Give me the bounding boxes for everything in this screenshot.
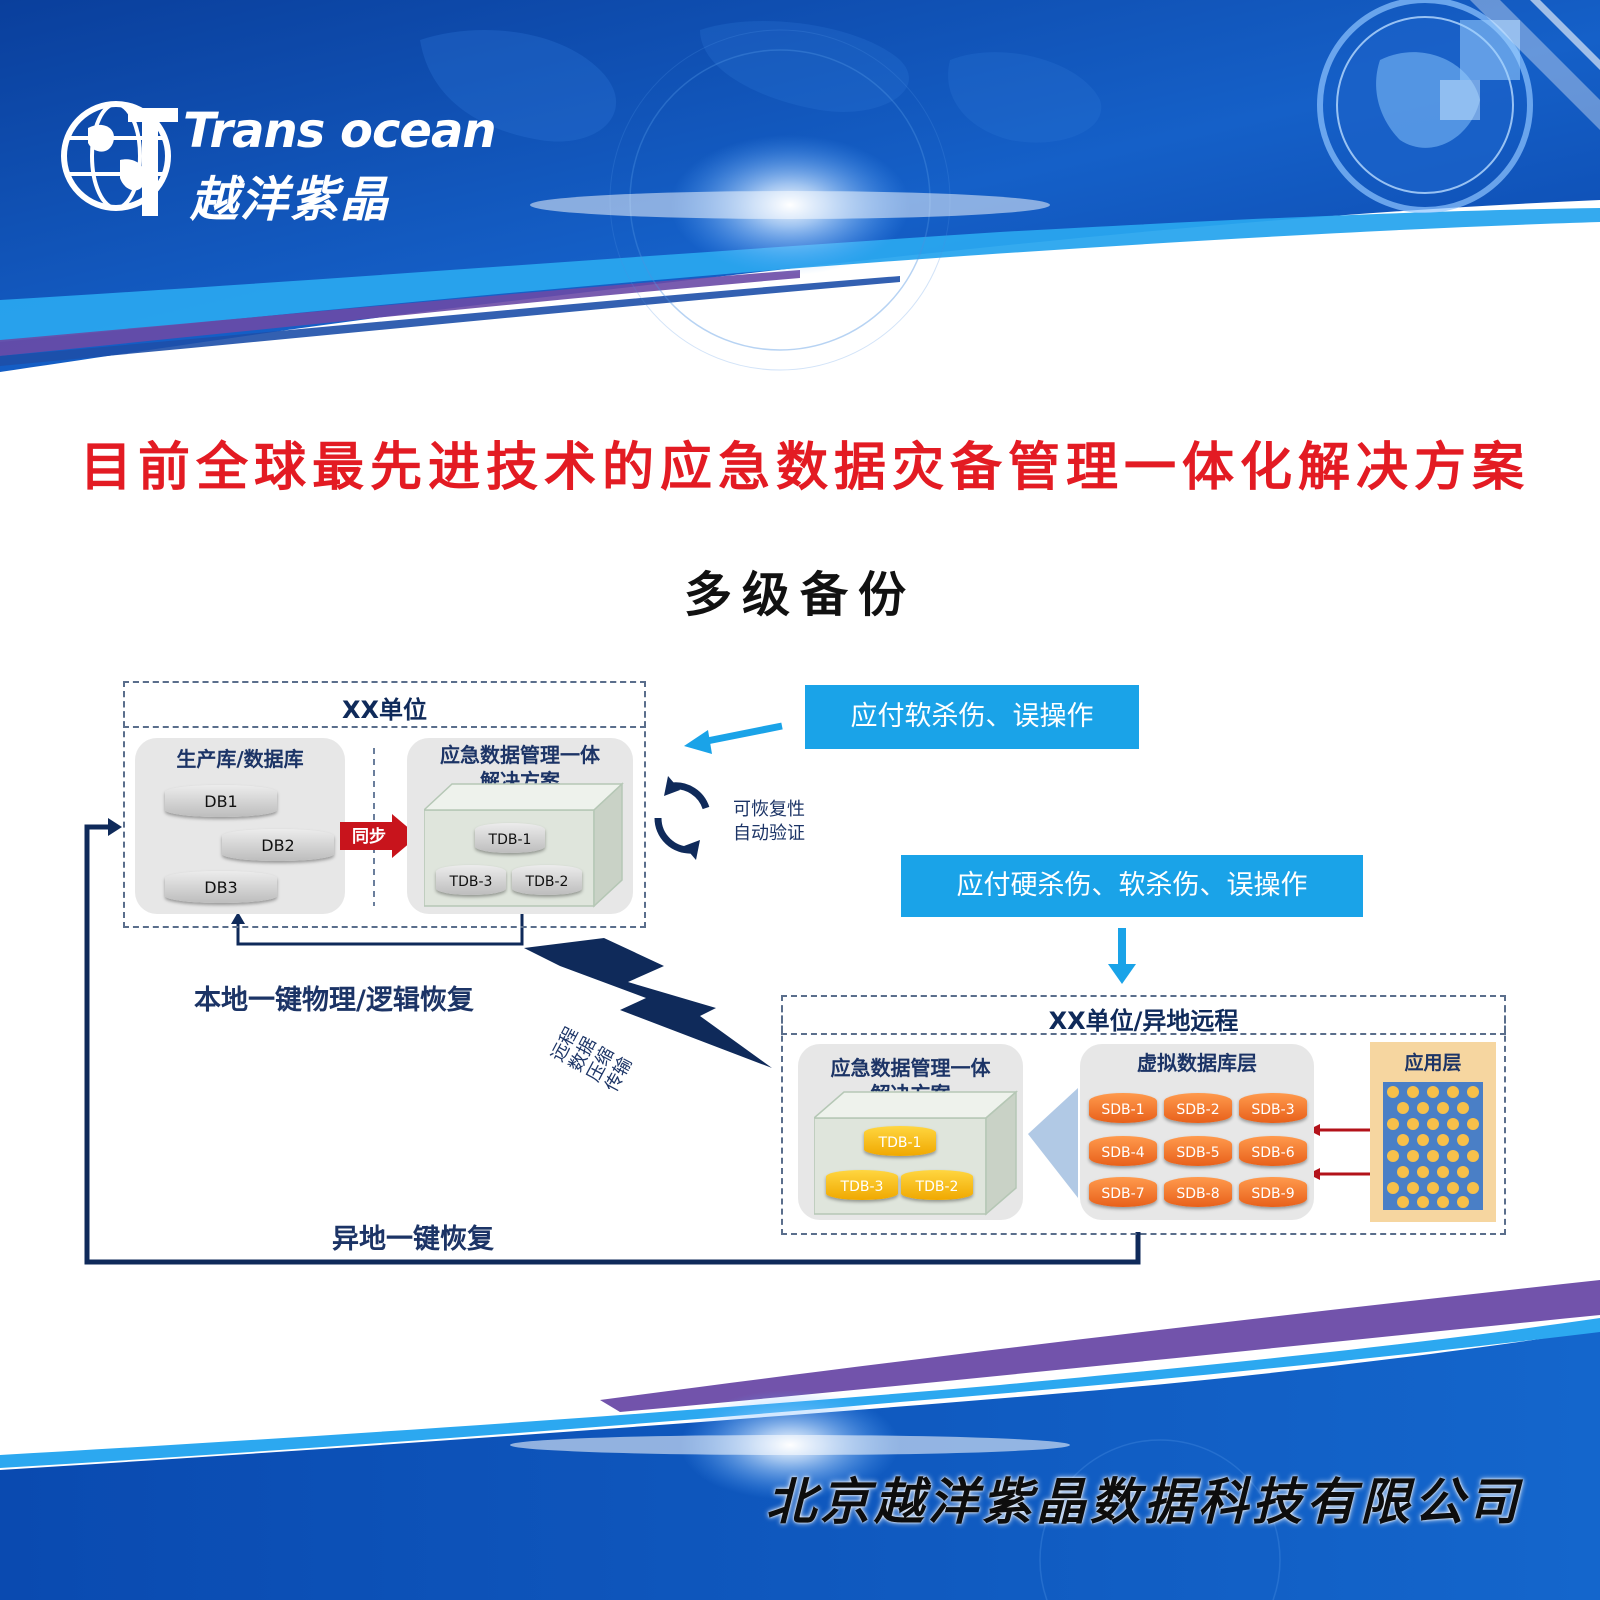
recoverability-note-line2: 自动验证 <box>733 823 805 844</box>
hard-callout-arrowhead <box>1108 964 1136 984</box>
logo-english: Trans ocean <box>183 103 497 159</box>
hard-damage-callout: 应付硬杀伤、软杀伤、误操作 <box>901 855 1363 917</box>
virtual-db-title: 虚拟数据库层 <box>1137 1051 1257 1075</box>
sdb7-disk: SDB-7 <box>1089 1177 1157 1207</box>
soft-damage-callout: 应付软杀伤、误操作 <box>805 685 1139 749</box>
application-grid-icon <box>1383 1082 1483 1210</box>
sdb5-disk: SDB-5 <box>1164 1136 1232 1166</box>
db2-disk: DB2 <box>222 829 334 861</box>
logo-chinese: 越洋紫晶 <box>190 172 391 228</box>
sync-arrow-icon <box>340 814 418 858</box>
local-tdb3-disk: TDB-3 <box>436 865 506 895</box>
page-title: 目前全球最先进技术的应急数据灾备管理一体化解决方案 <box>80 437 1531 498</box>
soft-callout-arrowhead <box>684 730 712 754</box>
sdb6-disk: SDB-6 <box>1239 1136 1307 1166</box>
soft-callout-arrow-line <box>701 722 783 746</box>
sdb9-disk: SDB-9 <box>1239 1177 1307 1207</box>
db3-disk: DB3 <box>165 871 277 903</box>
sdb8-disk: SDB-8 <box>1164 1177 1232 1207</box>
remote-transfer-bolt <box>524 938 772 1068</box>
sdb3-disk: SDB-3 <box>1239 1093 1307 1123</box>
local-site-label: XX单位 <box>341 696 427 724</box>
remote-tdb2-disk: TDB-2 <box>901 1170 973 1200</box>
local-recovery-arrowhead <box>231 912 245 924</box>
section-subtitle: 多级备份 <box>683 567 916 623</box>
local-site-header-divider <box>123 681 646 728</box>
sdb2-disk: SDB-2 <box>1164 1093 1232 1123</box>
local-recovery-label: 本地一键物理/逻辑恢复 <box>194 985 474 1016</box>
recoverability-note: 可恢复性 自动验证 <box>733 798 805 846</box>
remote-solution-title-line1: 应急数据管理一体 <box>830 1056 991 1080</box>
remote-site-header-divider <box>781 995 1506 1035</box>
sdb1-disk: SDB-1 <box>1089 1093 1157 1123</box>
recoverability-note-line1: 可恢复性 <box>733 799 805 820</box>
remote-recovery-label: 异地一键恢复 <box>332 1224 494 1255</box>
funnel-shape <box>1028 1088 1078 1198</box>
local-recovery-line <box>236 914 524 946</box>
db1-disk: DB1 <box>165 785 277 817</box>
cycle-arrow-bottom <box>654 817 693 854</box>
remote-tdb1-disk: TDB-1 <box>864 1126 936 1156</box>
local-tdb1-disk: TDB-1 <box>475 823 545 853</box>
remote-tdb3-disk: TDB-3 <box>826 1170 898 1200</box>
sdb4-disk: SDB-4 <box>1089 1136 1157 1166</box>
footer-company-name: 北京越洋紫晶数据科技有限公司 <box>766 1472 1522 1531</box>
local-tdb2-disk: TDB-2 <box>512 865 582 895</box>
remote-recovery-line <box>84 824 1141 1265</box>
local-solution-title-line1: 应急数据管理一体 <box>440 743 600 767</box>
production-db-title: 生产库/数据库 <box>176 747 304 771</box>
remote-site-label: XX单位/异地远程 <box>1048 1007 1239 1035</box>
sync-label: 同步 <box>352 827 386 847</box>
remote-recovery-arrowhead <box>108 818 122 836</box>
application-layer-title: 应用层 <box>1404 1052 1462 1074</box>
globe-logo-icon <box>61 101 178 216</box>
